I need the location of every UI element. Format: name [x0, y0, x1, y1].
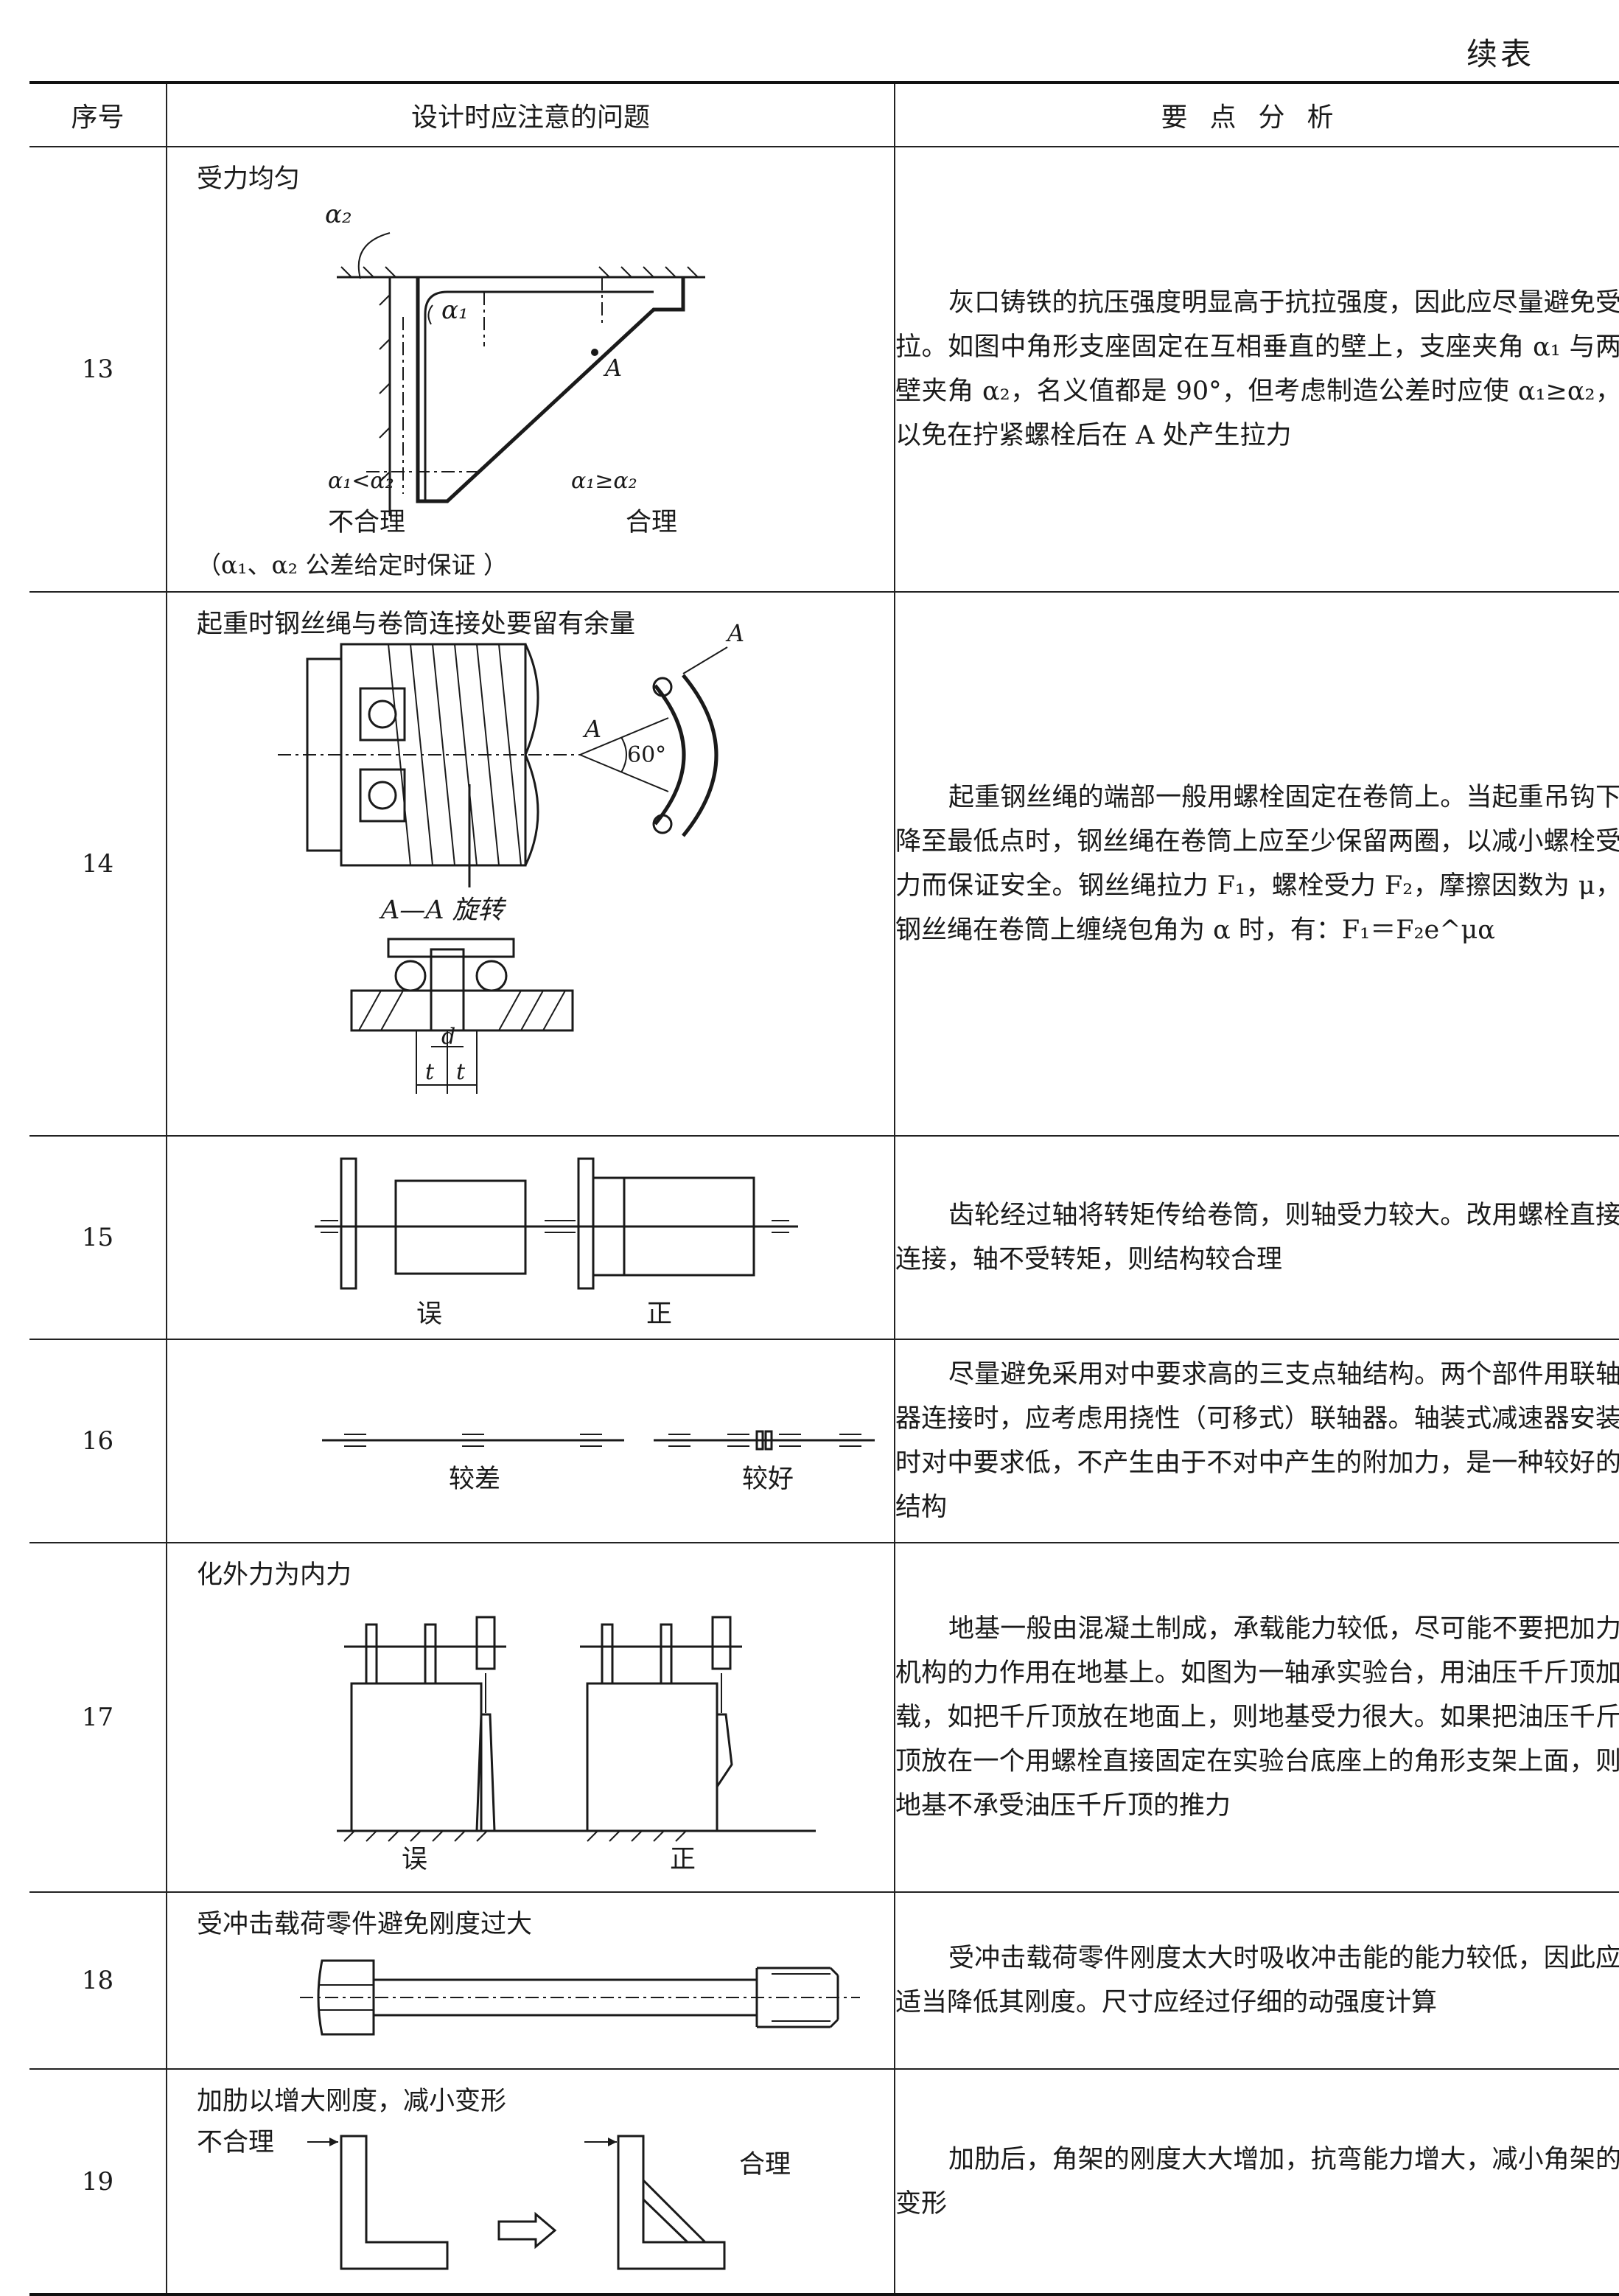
drum-figure: A A 60° A—A 旋转 d t t — [278, 619, 744, 1094]
table-row: 16 较差 较好 尽量避免采用对中要求高的三支点轴结构。两个部件用联轴器连接时，… — [29, 1339, 1619, 1543]
section-title: A—A 旋转 — [379, 896, 507, 925]
angle-label: 60° — [627, 742, 666, 768]
row-analysis: 起重钢丝绳的端部一般用螺栓固定在卷筒上。当起重吊钩下降至最低点时，钢丝绳在卷筒上… — [894, 591, 1619, 1137]
row-title: 加肋以增大刚度，减小变形 — [197, 2087, 507, 2116]
row-figure: 受冲击载荷零件避免刚度过大 — [166, 1891, 895, 2070]
table-header-row: 序号 设计时应注意的问题 要点分析 — [29, 81, 1619, 147]
label-bad: 不合理 — [328, 508, 405, 537]
label-good: 合理 — [626, 508, 677, 537]
point-a-label: A — [603, 354, 622, 382]
label-wrong: 误 — [402, 1845, 427, 1874]
label-right: 正 — [646, 1299, 672, 1329]
alpha1-label: α₁ — [441, 296, 469, 325]
table-row: 14 起重时钢丝绳与卷筒连接处要留有余量 — [29, 591, 1619, 1137]
row-title: 受力均匀 — [197, 164, 301, 194]
label-bad: 不合理 — [197, 2128, 274, 2157]
cond-bad: α₁<α₂ — [328, 468, 394, 494]
row-title: 受冲击载荷零件避免刚度过大 — [197, 1910, 533, 1939]
table-row: 17 化外力为内力 误 — [29, 1542, 1619, 1893]
angle-bracket-figure: 不合理 合理 — [197, 2128, 791, 2270]
row-title: 化外力为内力 — [197, 1560, 352, 1590]
table-row: 13 受力均匀 α₂ α₁ A α₁<α₂ — [29, 146, 1619, 593]
row-number: 17 — [29, 1542, 167, 1893]
bracket-figure: α₂ α₁ A α₁<α₂ α₁≥α₂ 不合理 合理 （α₁、α₂ 公差给定时保… — [197, 200, 705, 579]
point-a-marker — [591, 349, 598, 356]
row-analysis: 灰口铸铁的抗压强度明显高于抗拉强度，因此应尽量避免受拉。如图中角形支座固定在互相… — [894, 146, 1619, 593]
label-good: 合理 — [739, 2150, 791, 2180]
row-analysis: 尽量避免采用对中要求高的三支点轴结构。两个部件用联轴器连接时，应考虑用挠性（可移… — [894, 1339, 1619, 1543]
shaft-support-figure: 较差 较好 — [322, 1430, 875, 1494]
section-mark-left: A — [582, 715, 601, 743]
design-table: 序号 设计时应注意的问题 要点分析 13 受力均匀 — [29, 81, 1619, 2296]
header-seq: 序号 — [29, 81, 167, 147]
table-row: 15 误 正 齿轮经过轴将转矩传给卷筒，则轴受力较大。改用螺栓直接连接，轴不受转… — [29, 1135, 1619, 1340]
row-analysis: 地基一般由混凝土制成，承载能力较低，尽可能不要把加力机构的力作用在地基上。如图为… — [894, 1542, 1619, 1893]
row-number: 18 — [29, 1891, 167, 2070]
test-bench-figure: 误 正 — [337, 1616, 816, 1874]
bolt-figure — [300, 1959, 860, 2036]
row-number: 15 — [29, 1135, 167, 1340]
row-analysis: 齿轮经过轴将转矩传给卷筒，则轴受力较大。改用螺栓直接连接，轴不受转矩，则结构较合… — [894, 1135, 1619, 1340]
dim-d: d — [441, 1024, 455, 1050]
header-analysis: 要点分析 — [894, 81, 1619, 147]
row-number: 16 — [29, 1339, 167, 1543]
tolerance-note: （α₁、α₂ 公差给定时保证 ） — [197, 551, 508, 579]
row-number: 14 — [29, 591, 167, 1137]
section-mark-top: A — [725, 619, 744, 647]
row-title: 起重时钢丝绳与卷筒连接处要留有余量 — [197, 610, 636, 639]
row-analysis: 加肋后，角架的刚度大大增加，抗弯能力增大，减小角架的变形 — [894, 2068, 1619, 2296]
label-better: 较好 — [742, 1465, 794, 1494]
row-analysis: 受冲击载荷零件刚度太大时吸收冲击能的能力较低，因此应适当降低其刚度。尺寸应经过仔… — [894, 1891, 1619, 2070]
label-right: 正 — [670, 1845, 696, 1874]
row-figure: 化外力为内力 误 正 — [166, 1542, 895, 1893]
gear-drum-figure: 误 正 — [315, 1157, 798, 1329]
alpha2-label: α₂ — [325, 200, 352, 229]
continued-label: 续表 — [1466, 36, 1535, 72]
row-figure: 误 正 — [166, 1135, 895, 1340]
dim-t1: t — [425, 1059, 435, 1085]
header-issue: 设计时应注意的问题 — [166, 81, 895, 147]
row-number: 19 — [29, 2068, 167, 2296]
dim-t2: t — [456, 1059, 466, 1085]
cond-good: α₁≥α₂ — [571, 468, 637, 494]
label-worse: 较差 — [449, 1465, 500, 1494]
arrow-icon — [497, 2211, 557, 2250]
row-figure: 较差 较好 — [166, 1339, 895, 1543]
row-number: 13 — [29, 146, 167, 593]
row-figure: 起重时钢丝绳与卷筒连接处要留有余量 A — [166, 591, 895, 1137]
row-figure: 加肋以增大刚度，减小变形 不合理 合理 — [166, 2068, 895, 2296]
label-wrong: 误 — [416, 1299, 442, 1329]
table-row: 18 受冲击载荷零件避免刚度过大 受冲击载荷零件刚度太大时吸收冲击能的能力较低， — [29, 1891, 1619, 2070]
table-row: 19 加肋以增大刚度，减小变形 不合理 合理 加肋后，角架的刚度大大增加，抗弯能… — [29, 2068, 1619, 2296]
row-figure: 受力均匀 α₂ α₁ A α₁<α₂ α₁≥α₂ — [166, 146, 895, 593]
